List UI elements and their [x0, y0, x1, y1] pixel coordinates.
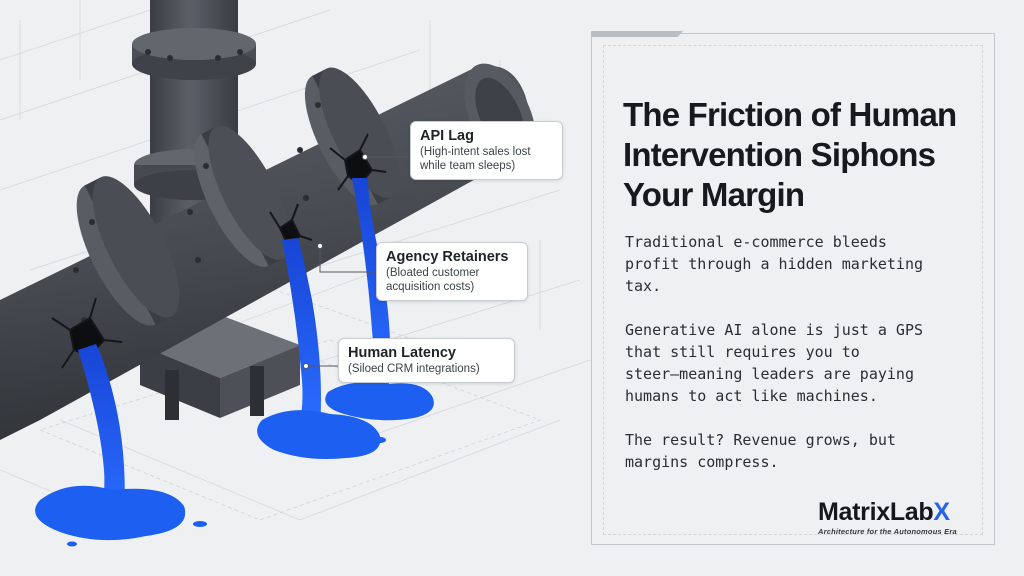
brand-logo: MatrixLabX Architecture for the Autonomo…: [818, 498, 990, 536]
callout-agency-retainers-subtitle: (Bloated customer acquisition costs): [386, 267, 480, 293]
vertical-pipe: [132, 0, 256, 240]
brand-name: MatrixLabX: [818, 498, 990, 526]
callout-agency-retainers: Agency Retainers (Bloated customer acqui…: [376, 242, 528, 301]
callout-api-lag-subtitle: (High-intent sales lost while team sleep…: [420, 146, 531, 172]
callout-leaders: [303, 154, 410, 369]
text-panel: [591, 33, 995, 545]
brand-name-main: MatrixLab: [818, 498, 934, 526]
brand-tagline: Architecture for the Autonomous Era: [818, 527, 957, 536]
panel-tab: [591, 31, 683, 37]
paragraph-1: Traditional e-commerce bleeds profit thr…: [625, 233, 924, 295]
callout-human-latency: Human Latency (Siloed CRM integrations): [338, 338, 515, 383]
callout-api-lag-title: API Lag: [420, 128, 474, 144]
leak-puddle-icon: [35, 382, 434, 547]
paragraph-2: Generative AI alone is just a GPS that s…: [625, 321, 924, 405]
callout-human-latency-subtitle: (Siloed CRM integrations): [348, 363, 480, 375]
callout-api-lag: API Lag (High-intent sales lost while te…: [410, 121, 563, 180]
callout-human-latency-title: Human Latency: [348, 345, 456, 361]
panel-inner-frame: [603, 45, 983, 535]
brand-name-accent: X: [933, 498, 950, 526]
callout-agency-retainers-title: Agency Retainers: [386, 249, 509, 265]
panel-title: The Friction of Human Intervention Sipho…: [623, 96, 957, 213]
paragraph-3: The result? Revenue grows, but margins c…: [625, 431, 896, 471]
